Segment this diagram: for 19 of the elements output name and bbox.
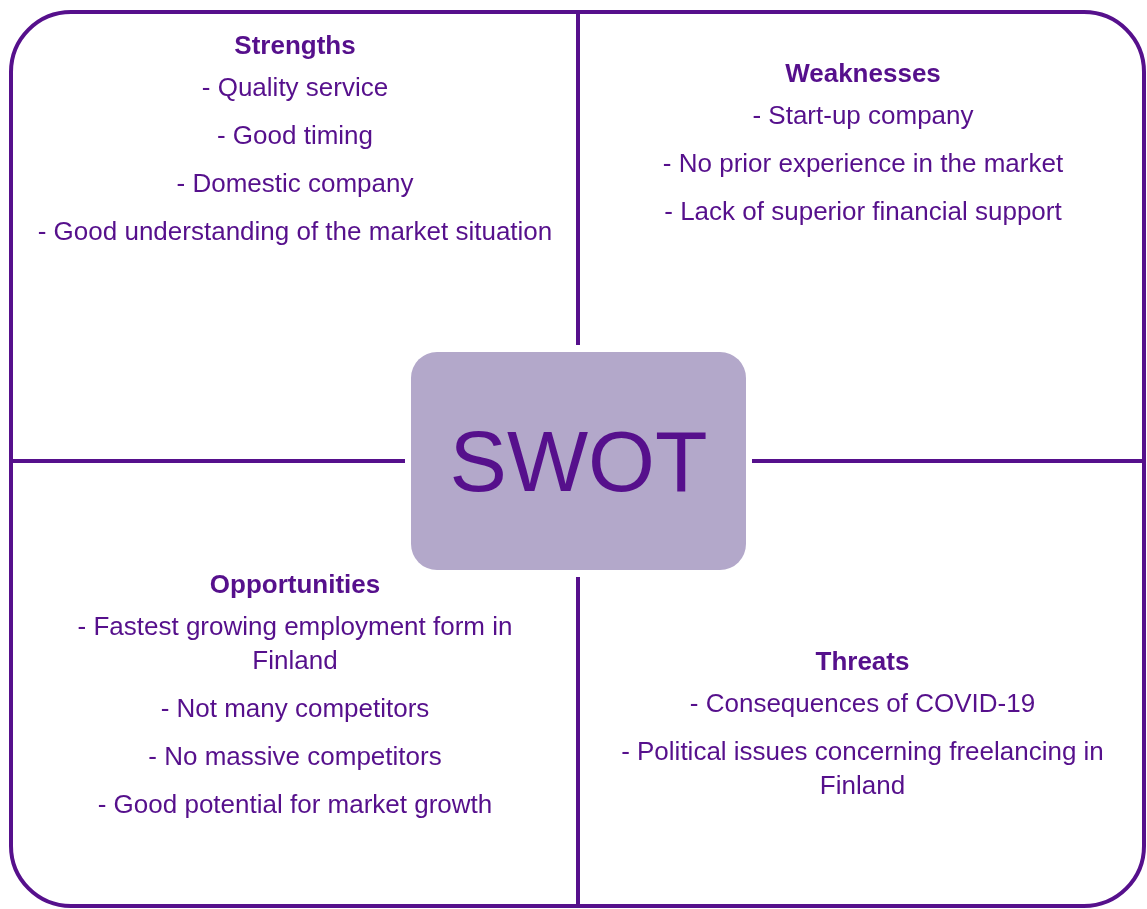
- quadrant-heading: Opportunities: [209, 568, 381, 601]
- bullet-item: - Domestic company: [176, 167, 414, 200]
- bullet-item: - Fastest growing employment form in Finland: [76, 610, 514, 677]
- quadrant-heading: Weaknesses: [785, 57, 941, 90]
- bullet-item: - Start-up company: [752, 99, 974, 132]
- bullet-item: - No massive competitors: [148, 740, 442, 773]
- center-box: [411, 352, 746, 570]
- center-title: SWOT: [449, 411, 708, 511]
- bullet-item: - Quality service: [201, 71, 389, 104]
- bullet-item: - Good timing: [216, 119, 374, 152]
- bullet-item: - Lack of superior financial support: [664, 195, 1062, 228]
- bullet-item: - No prior experience in the market: [662, 147, 1064, 180]
- bullet-item: - Consequences of COVID-19: [689, 687, 1036, 720]
- bullet-item: - Good potential for market growth: [97, 788, 493, 821]
- quadrant-heading: Threats: [815, 645, 910, 678]
- bullet-item: - Good understanding of the market situation: [37, 215, 553, 248]
- bullet-item: - Not many competitors: [160, 692, 430, 725]
- bullet-item: - Political issues concerning freelancing in Finland: [620, 735, 1105, 802]
- quadrant-heading: Strengths: [234, 29, 356, 62]
